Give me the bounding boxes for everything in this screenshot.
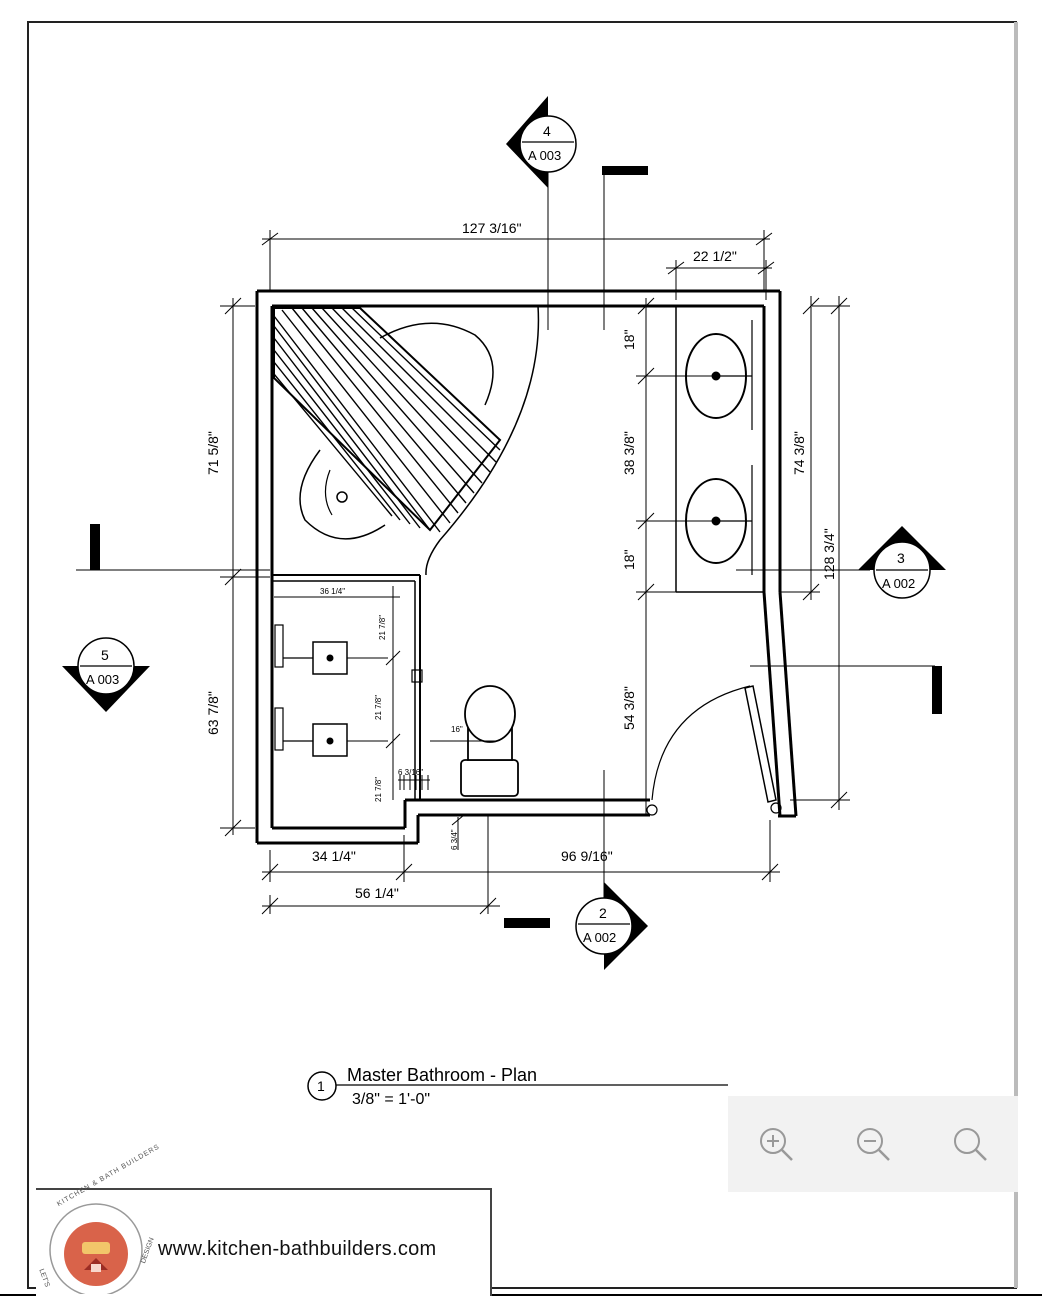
dim-sink-top: 18"	[621, 329, 637, 350]
dim-left-upper: 71 5/8"	[205, 431, 221, 475]
company-website-link[interactable]: www.kitchen-bathbuilders.com	[158, 1238, 437, 1260]
section-tag-4-number: 4	[543, 123, 551, 139]
scale-text: 3/8" = 1'-0"	[352, 1091, 430, 1108]
dim-bottom-right: 96 9/16"	[561, 848, 613, 864]
section-tag-5-sheet: A 003	[86, 672, 119, 687]
dim-bottom-overall-left: 56 1/4"	[355, 885, 399, 901]
dim-vanity-depth: 22 1/2"	[693, 248, 737, 264]
section-tag-4-sheet: A 003	[528, 148, 561, 163]
title-text: Master Bathroom - Plan	[347, 1065, 537, 1085]
drawing-title: 1 Master Bathroom - Plan 3/8" = 1'-0"	[307, 1065, 728, 1108]
section-tag-3-number: 3	[897, 550, 905, 566]
dim-right-wall-lower: 54 3/8"	[621, 686, 637, 730]
door	[646, 685, 782, 816]
section-tag-5[interactable]: 5 A 003	[62, 637, 150, 712]
zoom-toolbar	[728, 1096, 1018, 1192]
section-tag-5-number: 5	[101, 647, 109, 663]
dimension-labels: 127 3/16" 22 1/2" 71 5/8" 63 7/8" 128 3/…	[205, 220, 837, 901]
toilet	[430, 685, 519, 797]
section-tag-4[interactable]: 4 A 003	[506, 96, 577, 188]
title-bubble	[307, 1071, 337, 1101]
zoom-in-icon	[760, 1128, 794, 1161]
zoom-in-button[interactable]	[752, 1120, 800, 1168]
shower-area	[273, 305, 540, 576]
closet	[272, 574, 423, 800]
dim-closet-small: 6 3/16"	[398, 768, 423, 777]
section-tag-3[interactable]: 3 A 002	[858, 526, 946, 599]
dim-sink-spacing: 38 3/8"	[621, 431, 637, 475]
zoom-out-button[interactable]	[849, 1120, 897, 1168]
dim-overall-width: 127 3/16"	[462, 220, 521, 236]
dim-closet-shelf-2: 21 7/8"	[374, 695, 383, 720]
dim-right-total: 128 3/4"	[821, 528, 837, 580]
search-button[interactable]	[946, 1120, 994, 1168]
section-cut-markers	[90, 166, 942, 928]
dim-left-lower: 63 7/8"	[205, 691, 221, 735]
company-seal-icon	[44, 1198, 148, 1294]
bench-hatching	[273, 307, 501, 533]
dim-sink-bottom: 18"	[621, 549, 637, 570]
search-icon	[953, 1128, 987, 1161]
vanity	[675, 306, 764, 593]
dim-closet-shelf-1: 21 7/8"	[378, 615, 387, 640]
zoom-out-icon	[856, 1128, 890, 1161]
dim-right-upper: 74 3/8"	[791, 431, 807, 475]
dim-bottom-left: 34 1/4"	[312, 848, 356, 864]
section-tag-2-sheet: A 002	[583, 930, 616, 945]
dim-closet-width: 36 1/4"	[320, 587, 345, 596]
title-number: 1	[317, 1078, 325, 1094]
walls	[255, 289, 798, 845]
section-tag-2[interactable]: 2 A 002	[575, 882, 648, 970]
section-tag-2-number: 2	[599, 905, 607, 921]
section-tag-3-sheet: A 002	[882, 576, 915, 591]
dimension-lines	[76, 160, 935, 925]
dim-step-depth: 6 3/4"	[450, 829, 459, 850]
dim-toilet-offset: 16"	[451, 725, 463, 734]
dim-closet-shelf-3: 21 7/8"	[374, 777, 383, 802]
